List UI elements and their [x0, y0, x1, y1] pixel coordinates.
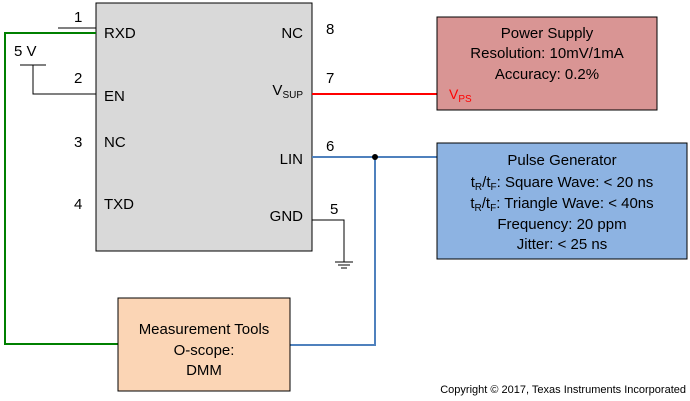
triangle-wave-spec: tR/tF: Triangle Wave: < 40ns — [470, 195, 653, 214]
pin-name-rxd: RXD — [104, 25, 136, 42]
jitter-spec: Jitter: < 25 ns — [517, 236, 607, 253]
pin-name-gnd: GND — [270, 208, 304, 225]
measurement-tools-box — [117, 297, 291, 392]
measurement-tools-oscope: O-scope: — [174, 342, 235, 359]
pin-name-nc: NC — [104, 134, 126, 151]
pin-number: 8 — [326, 21, 334, 38]
pin-number: 4 — [74, 196, 82, 213]
measurement-tools-dmm: DMM — [186, 362, 222, 379]
ground-icon — [335, 261, 353, 269]
square-wave-spec: tR/tF: Square Wave: < 20 ns — [471, 174, 653, 193]
pin-name-nc-8: NC — [281, 25, 303, 42]
pin-number: 3 — [74, 134, 82, 151]
power-supply-accuracy: Accuracy: 0.2% — [495, 66, 599, 83]
pin-number: 7 — [326, 70, 334, 87]
pin-name-en: EN — [104, 88, 125, 105]
power-supply-box — [436, 16, 658, 111]
pin-name-vsup: VSUP — [272, 82, 303, 101]
pin-name-lin: LIN — [280, 151, 303, 168]
pin-name-txd: TXD — [104, 196, 134, 213]
en-wire — [32, 65, 96, 95]
pin-number: 1 — [74, 9, 82, 26]
power-supply-resolution: Resolution: 10mV/1mA — [470, 45, 623, 62]
transceiver-chip — [95, 2, 313, 252]
frequency-spec: Frequency: 20 ppm — [497, 216, 626, 233]
power-supply-title: Power Supply — [501, 25, 594, 42]
measurement-tools-title: Measurement Tools — [139, 321, 270, 338]
green-wire — [4, 32, 118, 345]
junction-dot — [372, 154, 378, 160]
pin-number: 5 — [330, 201, 338, 218]
gnd-wire — [312, 219, 345, 262]
copyright-notice: Copyright © 2017, Texas Instruments Inco… — [440, 384, 686, 396]
supply-5v-label: 5 V — [14, 43, 37, 60]
pin-number: 6 — [326, 138, 334, 155]
blue-wire-meas — [290, 157, 376, 346]
vps-label: VPS — [449, 86, 472, 105]
pulse-generator-title: Pulse Generator — [507, 152, 616, 169]
pulse-generator-box — [436, 142, 688, 260]
pin-number: 2 — [74, 70, 82, 87]
